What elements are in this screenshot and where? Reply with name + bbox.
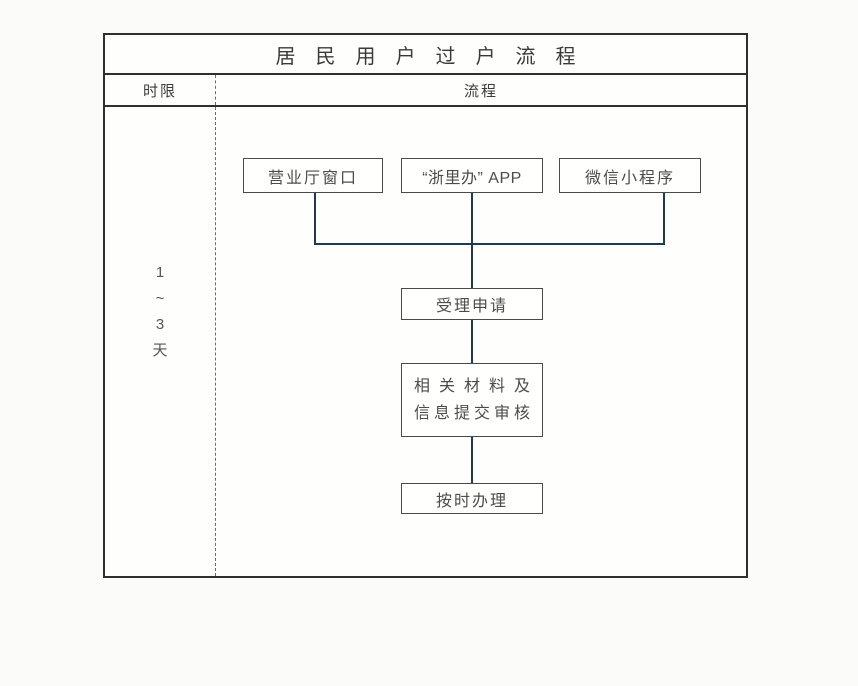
time-limit-line: 1 bbox=[155, 263, 165, 281]
channel-box-zheliban-app: “浙里办” APP bbox=[401, 158, 543, 193]
channel-box-hall-window: 营业厅窗口 bbox=[243, 158, 383, 193]
time-limit-text: 1 ~ 3 天 bbox=[152, 260, 167, 364]
connector-vertical-middle bbox=[471, 193, 473, 288]
channel-box-wechat-miniprogram: 微信小程序 bbox=[559, 158, 701, 193]
flow-box-materials-review: 相关材料及 信息提交审核 bbox=[401, 363, 543, 437]
flow-box-handle-on-time: 按时办理 bbox=[401, 483, 543, 514]
connector-vertical-review-to-handle bbox=[471, 437, 473, 483]
time-limit-line: ~ bbox=[155, 289, 165, 307]
header-row: 时限 流程 bbox=[105, 75, 746, 107]
title-row: 居民用户过户流程 bbox=[105, 35, 746, 75]
time-limit-line: 3 bbox=[155, 315, 165, 333]
flowchart-area: 营业厅窗口 “浙里办” APP 微信小程序 受理申请 相关材料及 信息提交审核 … bbox=[216, 107, 746, 576]
connector-horizontal-merge bbox=[314, 243, 665, 245]
col-header-process: 流程 bbox=[463, 82, 498, 100]
review-text-line1: 相关材料及 bbox=[414, 377, 530, 395]
review-text-line2: 信息提交审核 bbox=[414, 404, 530, 422]
body-row: 1 ~ 3 天 营业厅窗口 “浙里办” APP 微信小程序 受理申请 相关材料及… bbox=[105, 107, 746, 576]
flow-box-accept-application: 受理申请 bbox=[401, 288, 543, 320]
connector-vertical-accept-to-review bbox=[471, 320, 473, 363]
connector-vertical-left bbox=[314, 193, 316, 244]
connector-vertical-right bbox=[663, 193, 665, 244]
process-table: 居民用户过户流程 时限 流程 1 ~ 3 天 营业厅窗口 “浙里办” APP 微… bbox=[103, 33, 748, 578]
page-title: 居民用户过户流程 bbox=[275, 45, 596, 68]
col-header-time-limit: 时限 bbox=[105, 75, 216, 105]
time-limit-cell: 1 ~ 3 天 bbox=[105, 107, 216, 576]
time-limit-line: 天 bbox=[152, 341, 168, 359]
